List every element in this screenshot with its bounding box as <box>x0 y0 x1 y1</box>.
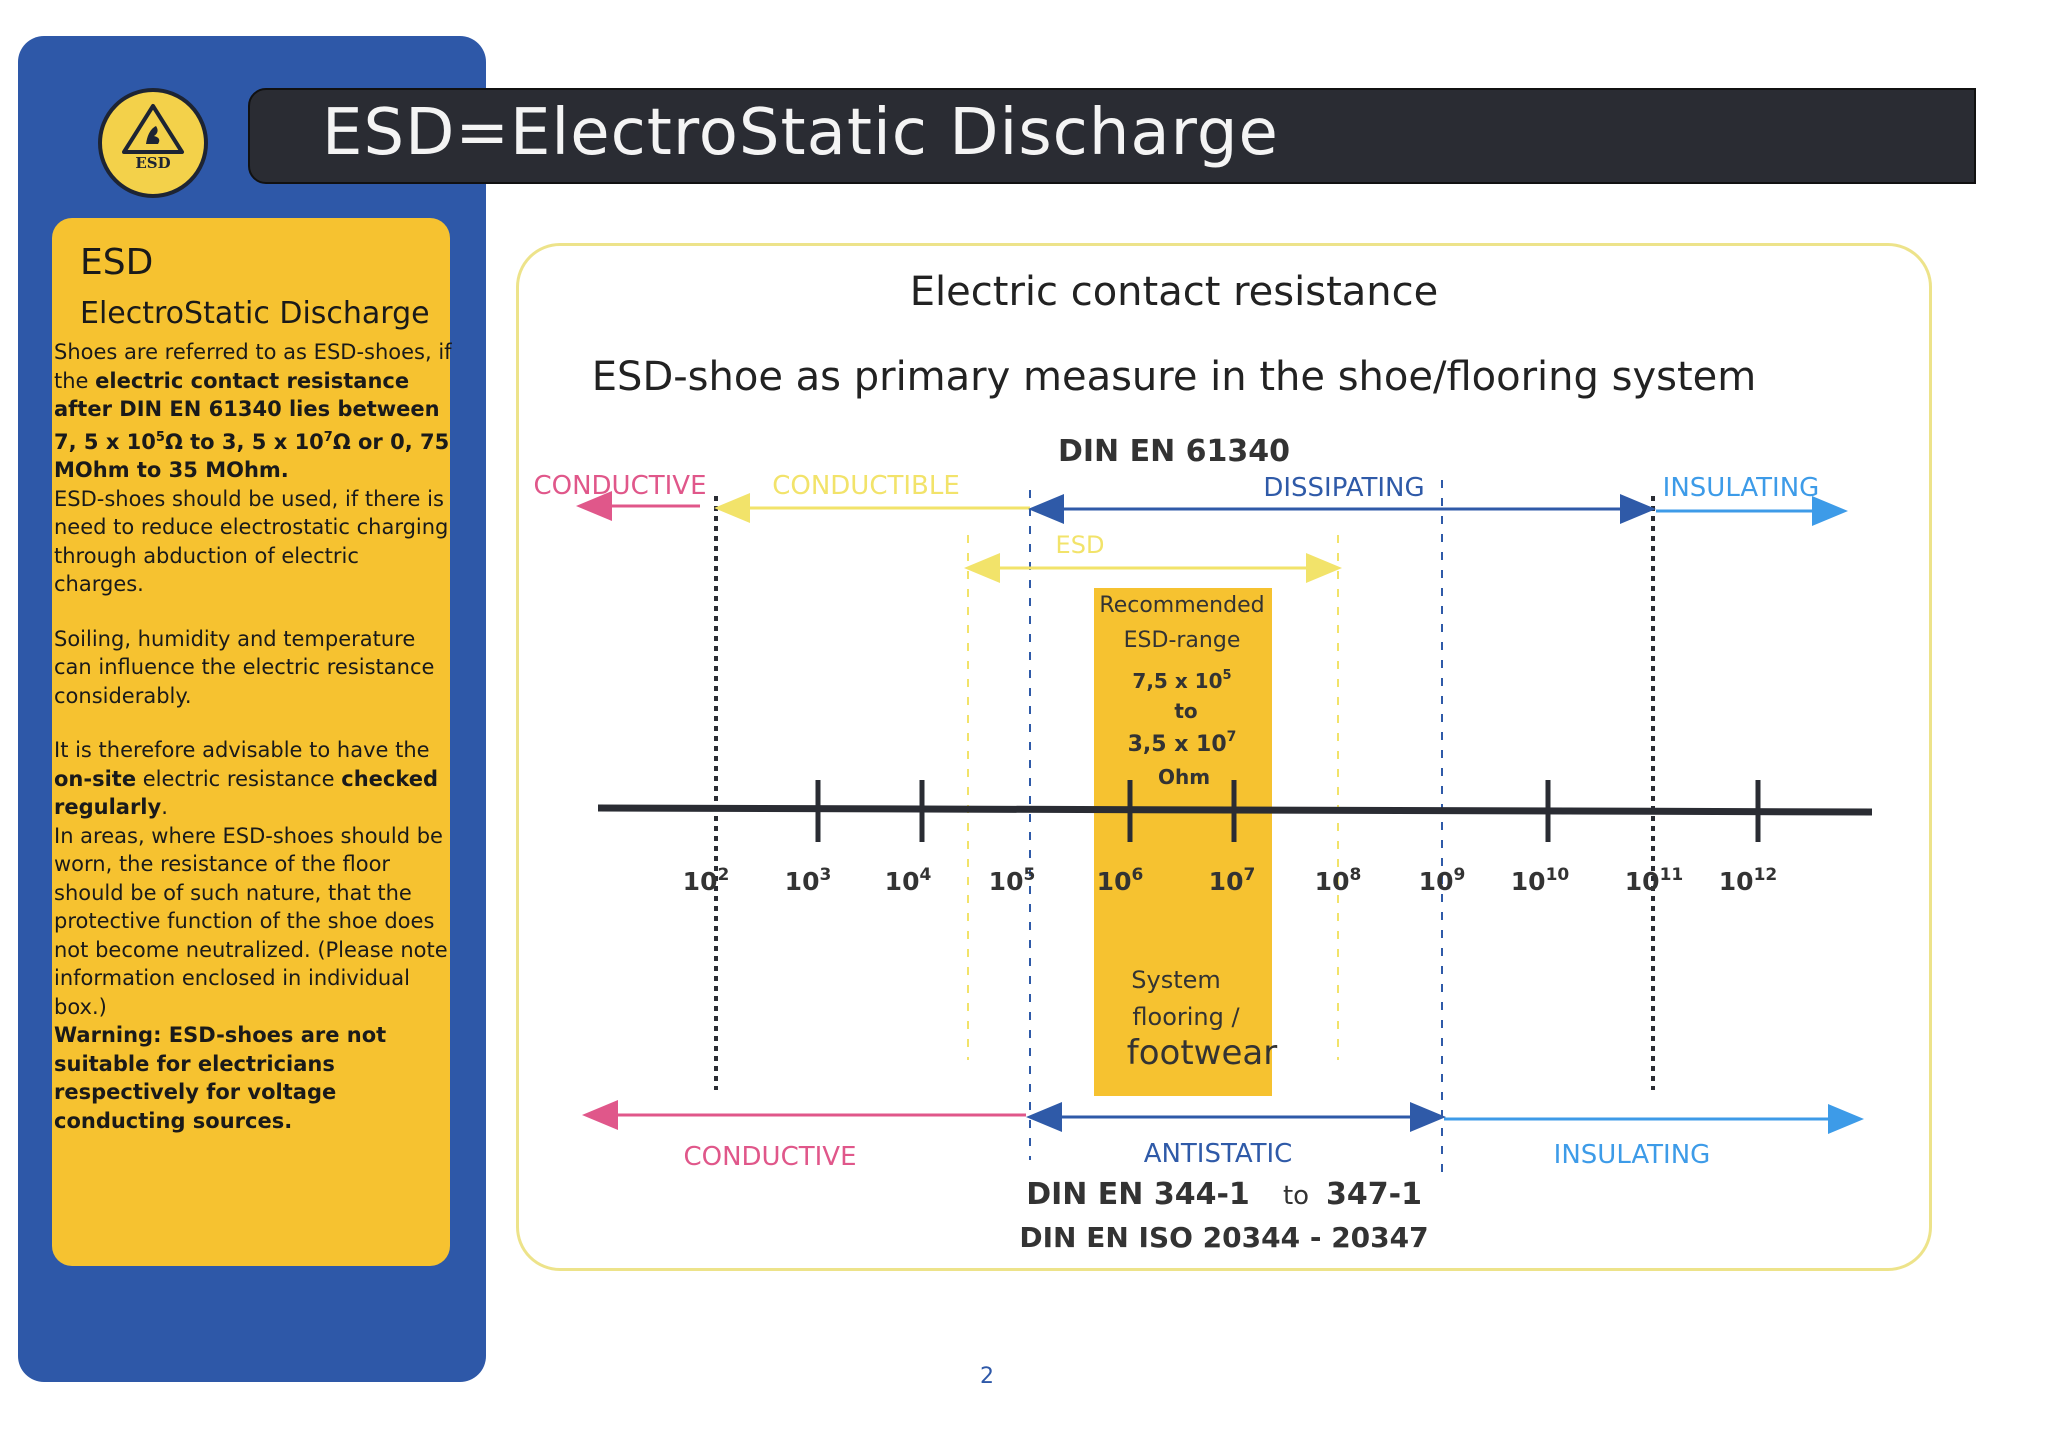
title-bar: ESD=ElectroStatic Discharge <box>248 88 1976 184</box>
recommended-line2: ESD-range <box>1124 628 1241 653</box>
axis-tick-label: 109 <box>1419 865 1466 896</box>
axis-tick-label: 1011 <box>1625 865 1683 896</box>
label-insulating-bottom: INSULATING <box>1554 1140 1711 1170</box>
standard-bottom-1b: 347-1 <box>1326 1177 1422 1212</box>
recommended-unit: Ohm <box>1158 765 1210 789</box>
info-text: Ω to 3, 5 x 10 <box>164 429 324 454</box>
standard-top: DIN EN 61340 <box>1058 434 1290 469</box>
warning-text: Warning: ESD-shoes are not suitable for … <box>54 1023 387 1133</box>
label-esd: ESD <box>1056 531 1105 559</box>
info-paragraph-5: In areas, where ESD-shoes should be worn… <box>54 823 448 1019</box>
recommended-high: 3,5 x 107 <box>1128 729 1237 757</box>
info-paragraph-3: Soiling, humidity and temperature can in… <box>54 626 435 708</box>
axis-tick-label: 1010 <box>1511 865 1570 896</box>
axis-tick-label: 1012 <box>1719 865 1777 896</box>
info-box: ESD ElectroStatic Discharge Shoes are re… <box>52 218 452 1266</box>
page-title: ESD=ElectroStatic Discharge <box>322 96 1279 170</box>
info-text: electric resistance <box>136 766 342 791</box>
label-insulating-top: INSULATING <box>1663 473 1820 503</box>
info-text: . <box>161 795 168 819</box>
standard-bottom-to: to <box>1283 1181 1309 1211</box>
info-body: Shoes are referred to as ESD-shoes, if t… <box>54 338 454 1135</box>
info-paragraph-4: It is therefore advisable to have the on… <box>54 736 454 822</box>
axis-tick-label: 103 <box>785 865 832 896</box>
label-conductive-bottom: CONDUCTIVE <box>683 1142 856 1172</box>
axis-ticks <box>815 780 1761 842</box>
label-dissipating: DISSIPATING <box>1263 473 1424 503</box>
exponent: 5 <box>155 429 165 445</box>
axis-tick-label: 102 <box>683 865 730 896</box>
info-text: Ω or 0, 75 MOhm to 35 MOhm. <box>54 429 450 483</box>
system-line3: footwear <box>1127 1033 1277 1073</box>
system-line1: System <box>1131 966 1221 994</box>
axis-tick-labels: 102 103 104 105 106 107 108 109 1010 1011 1012 <box>683 865 1778 896</box>
info-paragraph-2: ESD-shoes should be used, if there is ne… <box>54 486 449 597</box>
esd-logo-icon: ESD <box>98 88 208 198</box>
info-warning: Warning: ESD-shoes are not suitable for … <box>54 1021 454 1135</box>
axis-tick-label: 107 <box>1209 865 1256 896</box>
diagram-subtitle: ESD-shoe as primary measure in the shoe/… <box>592 354 1756 400</box>
info-text: It is therefore advisable to have the <box>54 738 430 762</box>
exponent: 7 <box>323 429 333 445</box>
info-heading: ESD <box>80 242 154 283</box>
system-line2: flooring / <box>1132 1003 1240 1031</box>
info-subheading: ElectroStatic Discharge <box>80 296 430 331</box>
info-text: Shoes are referred to as ESD-shoes, if t… <box>54 340 452 393</box>
page-number: 2 <box>980 1364 994 1389</box>
info-paragraph-1: Shoes are referred to as ESD-shoes, if t… <box>54 338 454 485</box>
info-text: electric contact resistance after DIN EN… <box>54 368 440 454</box>
standard-bottom-2: DIN EN ISO 20344 - 20347 <box>1019 1221 1428 1254</box>
diagram-title: Electric contact resistance <box>910 269 1438 315</box>
axis-tick-label: 108 <box>1315 865 1362 896</box>
logo-text: ESD <box>135 154 171 172</box>
info-bold-text: checked regularly <box>54 766 439 820</box>
label-antistatic: ANTISTATIC <box>1144 1139 1293 1169</box>
info-bold-text: on-site <box>54 766 137 791</box>
recommended-to: to <box>1174 699 1197 723</box>
recommended-low: 7,5 x 105 <box>1132 668 1231 693</box>
recommended-range-box <box>1094 588 1272 1096</box>
axis-tick-label: 106 <box>1097 865 1144 896</box>
standard-bottom-1: DIN EN 344-1 <box>1026 1177 1250 1212</box>
diagram-frame <box>516 243 1932 1271</box>
label-conductive-top: CONDUCTIVE <box>533 471 706 501</box>
recommended-line1: Recommended <box>1099 593 1264 618</box>
label-conductible: CONDUCTIBLE <box>772 471 960 501</box>
axis-tick-label: 105 <box>989 865 1036 896</box>
info-bold-text: electric contact resistance after DIN EN… <box>54 369 449 483</box>
axis-tick-label: 104 <box>885 865 932 896</box>
